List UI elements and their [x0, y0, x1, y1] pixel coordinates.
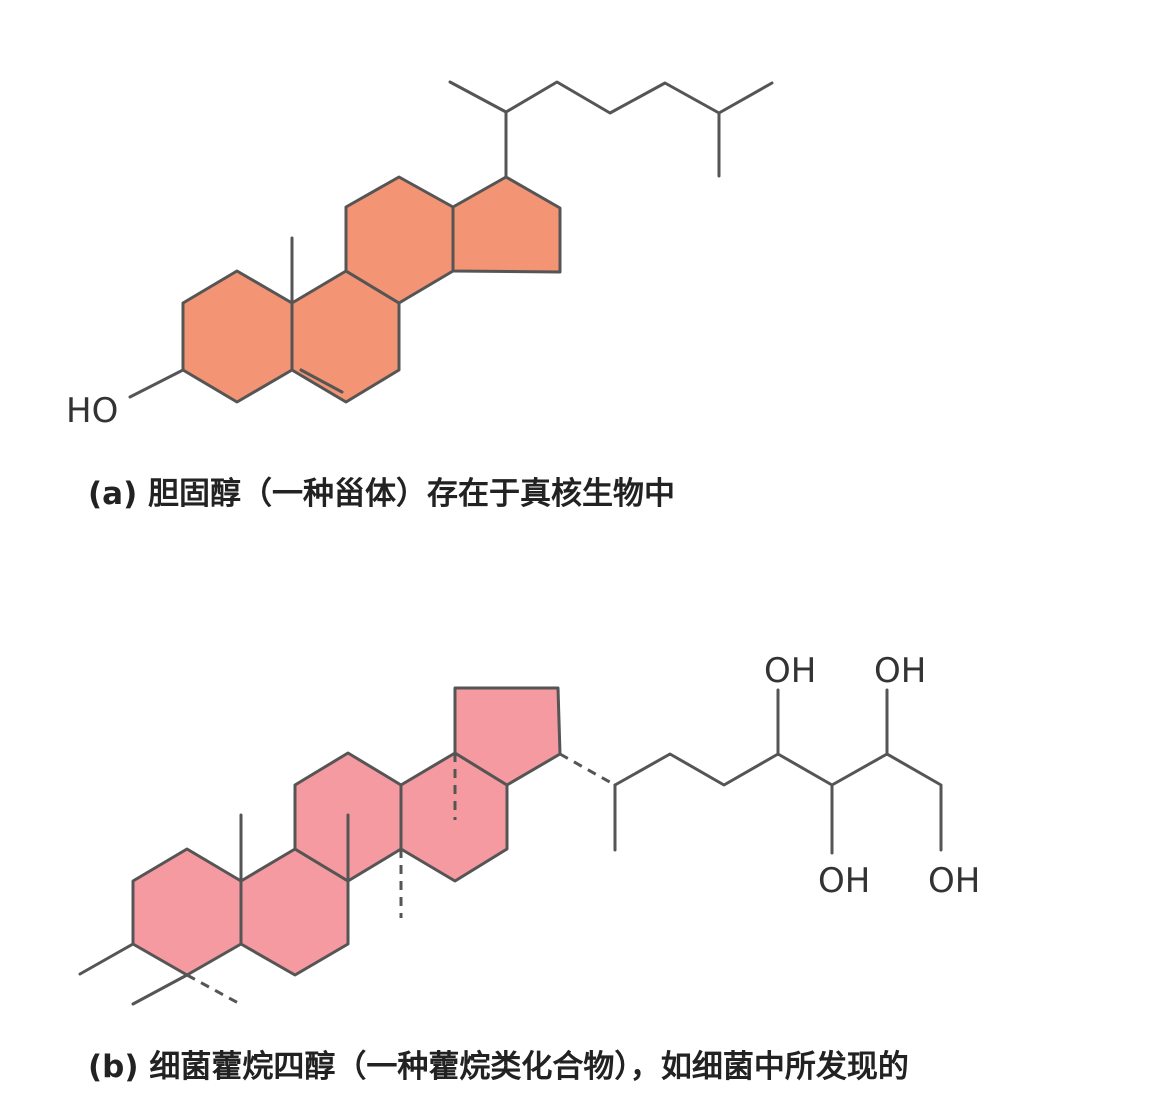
side-branch-1 [448, 80, 508, 114]
hopanoid-structure: OH OH OH OH [78, 651, 980, 1006]
cholesterol-structure: HO [66, 80, 774, 431]
ring-b5 [453, 686, 562, 787]
ho-label: HO [66, 391, 118, 431]
oh-label-2: OH [874, 651, 926, 691]
ring-b1 [131, 847, 243, 977]
oh-label-1: OH [764, 651, 816, 691]
side-chain-b [613, 752, 943, 852]
double-bond [299, 368, 344, 394]
methyl-gem-1 [78, 942, 135, 976]
caption-b: (b) 细菌藿烷四醇（一种藿烷类化合物），如细菌中所发现的 [88, 1049, 909, 1085]
oh-label-3: OH [818, 861, 870, 901]
hydroxyl-bond [128, 368, 185, 399]
dashed-bond-3 [186, 973, 241, 1006]
methyl-gem-2 [131, 973, 189, 1006]
caption-a: (a) 胆固醇（一种甾体）存在于真核生物中 [88, 476, 676, 512]
ring-a4 [451, 175, 562, 274]
oh-label-4: OH [928, 861, 980, 901]
dashed-bond-4 [559, 752, 616, 787]
